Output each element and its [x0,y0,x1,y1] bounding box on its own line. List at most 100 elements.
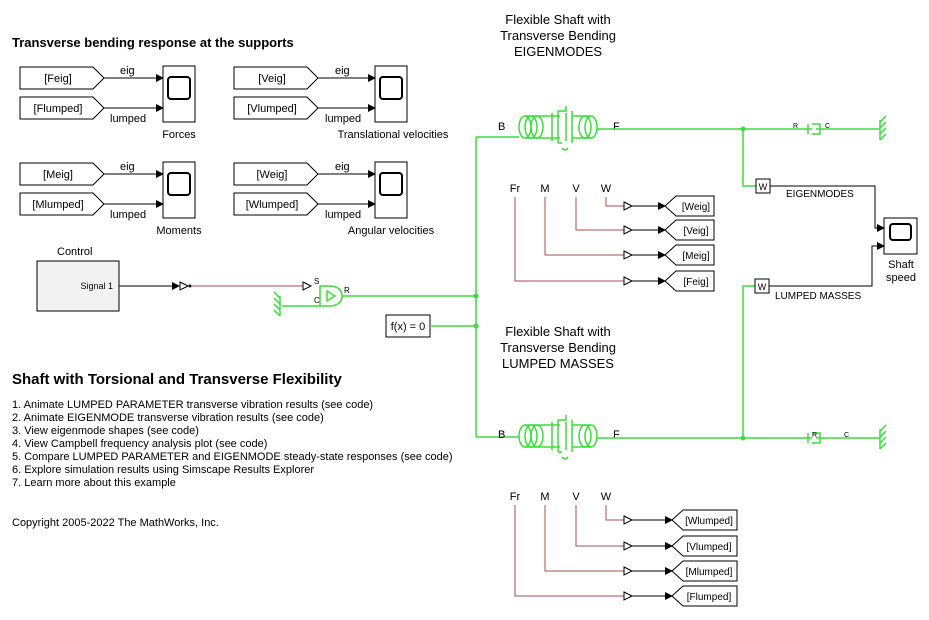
eig-port-fr: Fr [510,183,521,195]
example-links-list: 1. Animate LUMPED PARAMETER transverse v… [12,399,453,490]
from-tag-meig-label: [Meig] [43,169,73,181]
link-campbell-plot[interactable]: 4. View Campbell frequency analysis plot… [12,438,268,450]
lumped-rotational-damper[interactable] [807,432,880,444]
lumped-damper-port-r: R [812,432,817,439]
from-tag-mlumped[interactable] [19,192,105,216]
scope-forces-caption: Forces [162,129,196,141]
eig-port-m: M [540,183,549,195]
eig-port-v: V [572,183,580,195]
lumped-shaft-title: Flexible Shaft with Transverse Bending L… [488,324,628,372]
goto-tag-vlumped-label: [Vlumped] [686,542,731,553]
eigenmodes-title-line1: Flexible Shaft with [505,12,611,27]
scope-group-translational-velocities: [Veig] [Vlumped] eig lumped Translationa… [233,65,449,141]
goto-tag-wlumped-label: [Wlumped] [685,516,733,527]
eigenmodes-shaft-title: Flexible Shaft with Transverse Bending E… [488,12,628,60]
scope-angular-screen-icon [379,172,403,196]
link-results-explorer[interactable]: 6. Explore simulation results using Sims… [12,464,315,476]
lumped-speed-sensor-label: W [758,282,767,292]
from-tag-feig-label: [Feig] [44,73,72,85]
torsional-section-title: Shaft with Torsional and Transverse Flex… [12,371,342,388]
goto-tag-feig[interactable] [664,270,715,292]
goto-tag-meig-label: [Meig] [682,251,709,262]
goto-tag-weig[interactable] [664,195,715,217]
line-label-eig-moments: eig [120,161,135,173]
mechanical-reference-source [273,291,281,317]
lumped-port-fr: Fr [510,491,521,503]
source-port-r: R [344,286,350,295]
from-tag-meig[interactable] [19,162,105,186]
eigenmode-flexible-shaft-block[interactable] [518,106,598,151]
line-label-lumped-moments: lumped [110,209,146,221]
scope-translational-caption: Translational velocities [338,129,449,141]
eig-mechanical-reference [879,115,887,141]
signal-converter-outline-icon [179,281,190,291]
eig-damper-port-c: C [825,123,830,130]
goto-tag-mlumped-label: [Mlumped] [686,567,733,578]
line-label-eig-forces: eig [120,65,135,77]
lumped-flexible-shaft-block[interactable] [518,415,598,460]
from-tag-weig[interactable] [233,162,319,186]
lumped-port-m: M [540,491,549,503]
link-view-eigenmode-shapes[interactable]: 3. View eigenmode shapes (see code) [12,425,199,437]
goto-tag-vlumped[interactable] [671,535,738,557]
control-signal-builder-block[interactable] [36,260,120,312]
copyright-text: Copyright 2005-2022 The MathWorks, Inc. [12,517,219,529]
shaft-speed-caption-line1: Shaft [888,259,914,271]
goto-tag-flumped-label: [Flumped] [687,592,732,603]
from-tag-weig-label: [Weig] [257,169,288,181]
signal-label-eigenmodes: EIGENMODES [786,189,854,200]
scope-group-moments: [Meig] [Mlumped] eig lumped Moments [19,161,202,237]
from-tag-mlumped-label: [Mlumped] [32,199,83,211]
control-signal-port-label: Signal 1 [80,281,113,291]
eigenmodes-title-line2: Transverse Bending [500,28,616,43]
shaft-speed-caption-line2: speed [886,272,916,284]
bending-section-title: Transverse bending response at the suppo… [12,35,294,50]
scope-moments-screen-icon [167,172,191,196]
shaft-speed-screen-icon [889,223,912,241]
lumped-shaft-port-b: B [498,429,505,441]
line-label-lumped-angular: lumped [325,209,361,221]
from-tag-wlumped[interactable] [233,192,319,216]
goto-tag-veig-label: [Veig] [683,226,708,237]
source-port-c: C [314,296,320,305]
scope-forces-screen-icon [167,76,191,100]
from-tag-feig[interactable] [19,66,105,90]
line-label-lumped-forces: lumped [110,113,146,125]
from-tag-veig-label: [Veig] [258,73,286,85]
link-learn-more[interactable]: 7. Learn more about this example [12,477,176,489]
from-tag-flumped-label: [Flumped] [34,103,83,115]
link-animate-eigenmode[interactable]: 2. Animate EIGENMODE transverse vibratio… [12,412,324,424]
signal-label-lumped-masses: LUMPED MASSES [775,291,861,302]
eig-rotational-damper[interactable] [807,123,880,135]
scope-moments-caption: Moments [156,225,202,237]
lumped-port-v: V [572,491,580,503]
lumped-mechanical-reference [879,424,887,450]
goto-tag-meig[interactable] [664,244,715,266]
from-tag-wlumped-label: [Wlumped] [246,199,299,211]
angular-velocity-source[interactable]: S C R [314,277,350,307]
eig-shaft-port-f: F [613,121,620,133]
eig-goto-tags: [Weig] [Veig] [Meig] [Feig] [623,195,715,292]
goto-tag-wlumped[interactable] [671,509,738,531]
scope-group-angular-velocities: [Weig] [Wlumped] eig lumped Angular velo… [233,161,435,237]
source-arrow-icon [326,289,337,303]
lumped-title-line2: Transverse Bending [500,340,616,355]
scope-group-forces: [Feig] [Flumped] eig lumped Forces [19,65,196,141]
goto-tag-mlumped[interactable] [671,560,738,582]
from-tag-veig[interactable] [233,66,319,90]
from-tag-vlumped[interactable] [233,96,319,120]
lumped-title-line1: Flexible Shaft with [505,324,611,339]
from-tag-vlumped-label: [Vlumped] [247,103,297,115]
from-tag-flumped[interactable] [19,96,105,120]
lumped-shaft-port-f: F [613,429,620,441]
goto-tag-veig[interactable] [664,219,715,241]
link-compare-responses[interactable]: 5. Compare LUMPED PARAMETER and EIGENMOD… [12,451,453,463]
scope-translational-screen-icon [379,76,403,100]
source-port-s: S [314,277,319,286]
goto-tag-feig-label: [Feig] [683,277,708,288]
scope-angular-caption: Angular velocities [348,225,435,237]
eigenmodes-title-line3: EIGENMODES [513,44,603,59]
link-animate-lumped[interactable]: 1. Animate LUMPED PARAMETER transverse v… [12,399,374,411]
goto-tag-flumped[interactable] [671,585,738,607]
